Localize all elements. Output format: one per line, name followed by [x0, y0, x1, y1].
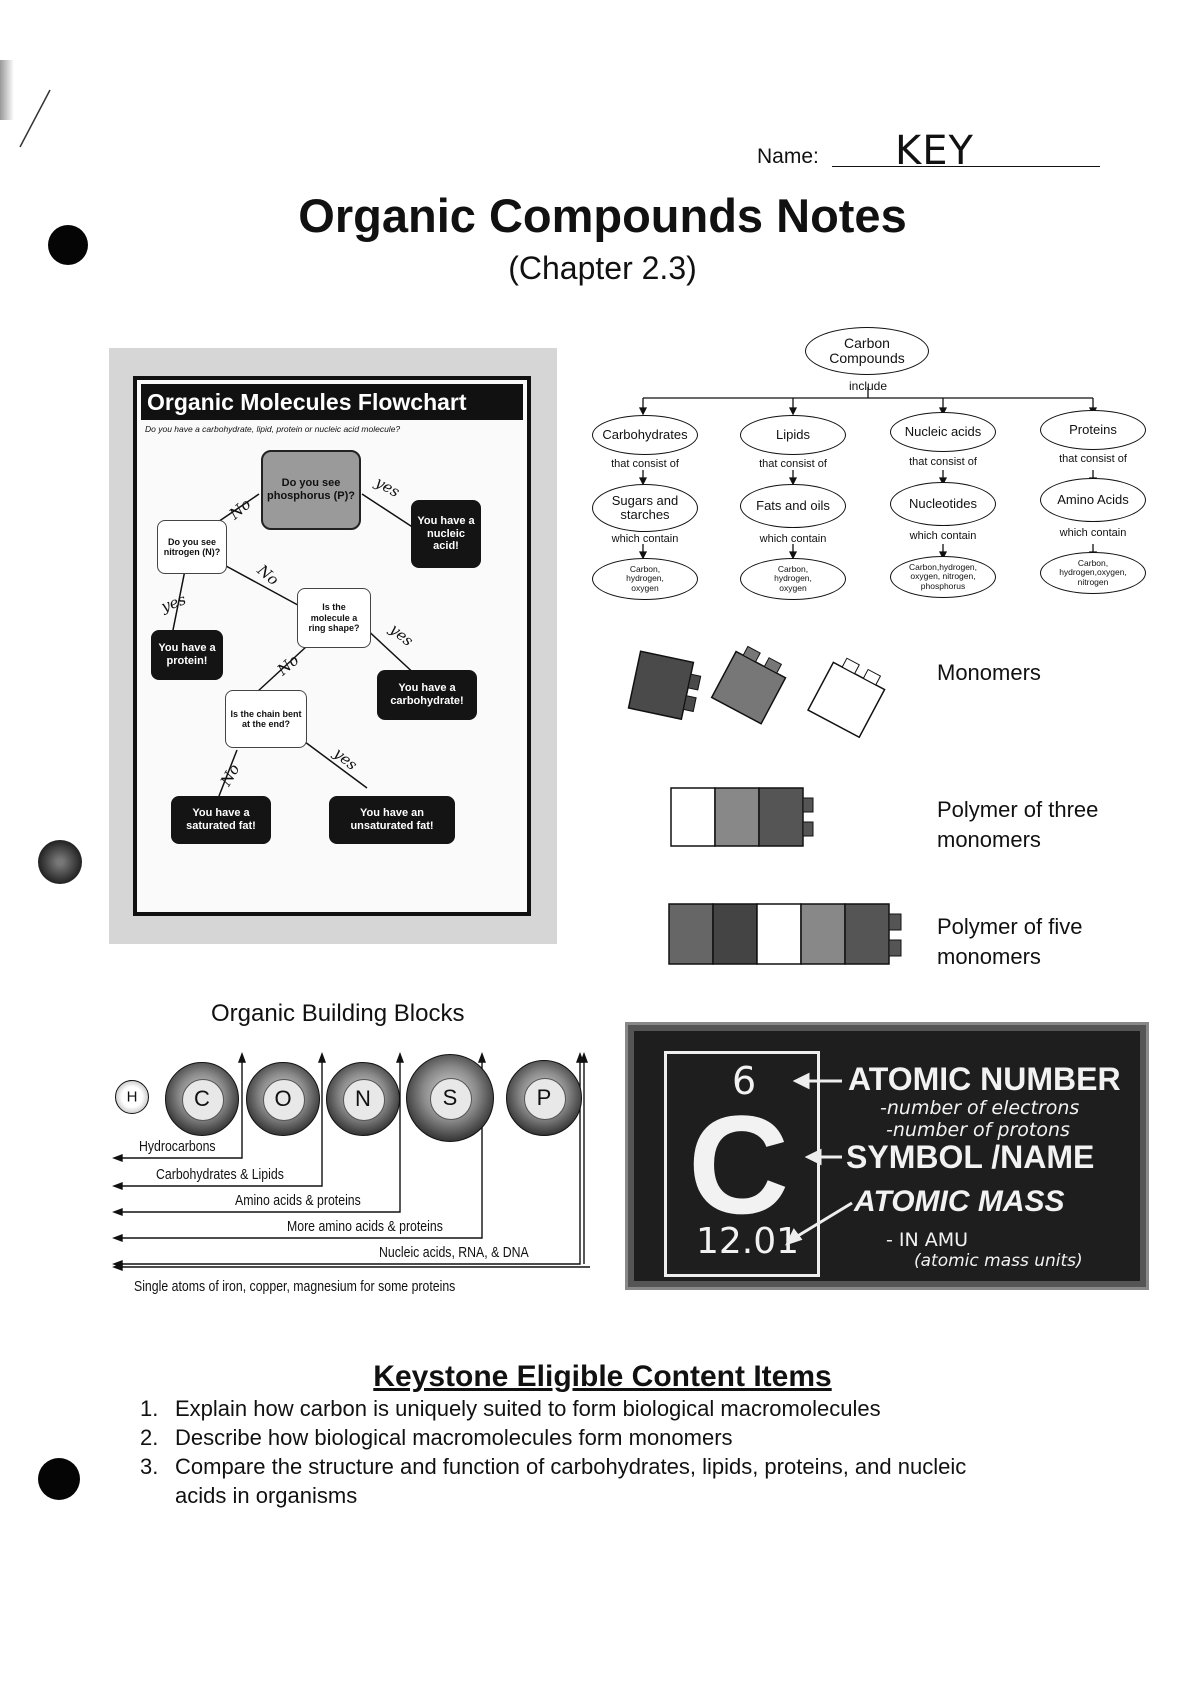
- concept-category-node: Nucleic acids: [890, 412, 996, 452]
- monomers-label: Monomers: [937, 660, 1041, 685]
- flowchart-question: Do you have a carbohydrate, lipid, prote…: [145, 424, 401, 434]
- flowchart-ring-question: Is the molecule a ring shape?: [297, 588, 371, 648]
- chalkboard: 6 C 12.01 ATOMIC NUMBER -number of elect…: [625, 1022, 1149, 1290]
- chalk-electrons: -number of electrons: [880, 1097, 1080, 1119]
- atom-phosphorus: P: [506, 1060, 582, 1136]
- flowchart-chain-question: Is the chain bent at the end?: [225, 690, 307, 748]
- keystone-item-3-continued: acids in organisms: [175, 1483, 358, 1508]
- atom-sulfur: S: [406, 1054, 494, 1142]
- flowchart-nucleic-result: You have a nucleic acid!: [411, 500, 481, 568]
- building-blocks-bottom-arrow: [112, 1262, 590, 1272]
- hole-punch-middle: [38, 840, 82, 884]
- flowchart-unsaturated-result: You have an unsaturated fat!: [329, 796, 455, 844]
- flowchart-title: Organic Molecules Flowchart: [141, 384, 523, 420]
- chalk-atomic-number-value: 6: [732, 1059, 757, 1103]
- flowchart-phosphorus-question: Do you see phosphorus (P)?: [261, 450, 361, 530]
- label-more-amino-acids: More amino acids & proteins: [287, 1218, 443, 1235]
- keystone-item-text: Compare the structure and function of ca…: [175, 1454, 967, 1479]
- label-amino-acids: Amino acids & proteins: [235, 1192, 361, 1209]
- polymer-five-illustration: [668, 903, 902, 965]
- monomer-block-medium: [710, 645, 787, 725]
- concept-root-node: Carbon Compounds: [805, 327, 929, 375]
- polymer-five-line1: Polymer of five: [937, 914, 1083, 939]
- chalk-atomic-number: ATOMIC NUMBER: [848, 1061, 1121, 1097]
- keystone-item-text: Describe how biological macromolecules f…: [175, 1425, 733, 1450]
- concept-consist-label: that consist of: [759, 458, 827, 470]
- atom-nitrogen: N: [326, 1062, 400, 1136]
- keystone-item-3: 3. Compare the structure and function of …: [140, 1454, 966, 1480]
- keystone-title: Keystone Eligible Content Items: [373, 1360, 832, 1393]
- hole-punch-top: [48, 225, 88, 265]
- monomer-block-dark: [627, 650, 702, 721]
- concept-subunit-node: Nucleotides: [890, 482, 996, 526]
- scan-edge-shadow: [0, 60, 14, 120]
- flowchart-protein-result: You have a protein!: [151, 630, 223, 680]
- monomer-blocks-illustration: [627, 645, 886, 739]
- chalk-symbol: C: [688, 1086, 790, 1243]
- flowchart-frame: Organic Molecules Flowchart Do you have …: [133, 376, 531, 916]
- polymer-three-illustration: [670, 787, 814, 847]
- polymer-five-line2: monomers: [937, 944, 1041, 969]
- concept-category-node: Proteins: [1040, 410, 1146, 450]
- flowchart-connectors: [172, 493, 420, 797]
- concept-category-node: Carbohydrates: [592, 415, 698, 455]
- keystone-item-2: 2. Describe how biological macromolecules…: [140, 1425, 733, 1451]
- keystone-item-text: Explain how carbon is uniquely suited to…: [175, 1396, 881, 1421]
- pencil-mark: [19, 89, 51, 148]
- concept-elements-node: Carbon, hydrogen, oxygen: [592, 558, 698, 600]
- concept-subunit-node: Amino Acids: [1040, 478, 1146, 522]
- building-blocks-title: Organic Building Blocks: [211, 1000, 465, 1027]
- concept-consist-label: that consist of: [909, 456, 977, 468]
- name-underline: [832, 166, 1100, 167]
- element-tile-outline: [664, 1051, 820, 1277]
- atom-hydrogen: H: [115, 1080, 149, 1114]
- concept-subunit-node: Sugars and starches: [592, 484, 698, 532]
- concept-contain-label: which contain: [611, 533, 679, 545]
- chalk-arrows: [785, 1072, 853, 1246]
- page-title: Organic Compounds Notes: [298, 189, 907, 242]
- keystone-item-number: 2.: [140, 1425, 159, 1450]
- atom-carbon: C: [165, 1062, 239, 1136]
- page-subtitle: (Chapter 2.3): [508, 250, 697, 286]
- chalk-amu-full: (atomic mass units): [914, 1251, 1083, 1271]
- polymer-three-label: Polymer of three monomers: [937, 795, 1098, 855]
- concept-include-label: include: [848, 379, 888, 393]
- label-carbohydrates-lipids: Carbohydrates & Lipids: [156, 1166, 284, 1183]
- chalk-atomic-mass: ATOMIC MASS: [854, 1185, 1065, 1218]
- name-value: KEY: [895, 128, 974, 174]
- concept-contain-label: which contain: [909, 530, 977, 542]
- atom-oxygen: O: [246, 1062, 320, 1136]
- concept-consist-label: that consist of: [611, 458, 679, 470]
- concept-consist-label: that consist of: [1059, 453, 1127, 465]
- chalk-protons: -number of protons: [886, 1119, 1070, 1141]
- polymer-five-label: Polymer of five monomers: [937, 912, 1083, 972]
- hole-punch-bottom: [38, 1458, 80, 1500]
- chalk-in-amu: - IN AMU: [886, 1229, 969, 1251]
- building-blocks-arrow-right: [579, 1052, 589, 1264]
- concept-elements-node: Carbon,hydrogen, oxygen, nitrogen, phosp…: [890, 556, 996, 598]
- keystone-item-1: 1. Explain how carbon is uniquely suited …: [140, 1396, 881, 1422]
- flowchart-nitrogen-question: Do you see nitrogen (N)?: [157, 520, 227, 574]
- flowchart-carbohydrate-result: You have a carbohydrate!: [377, 670, 477, 720]
- concept-contain-label: which contain: [759, 533, 827, 545]
- keystone-item-number: 3.: [140, 1454, 159, 1479]
- flowchart-panel: Organic Molecules Flowchart Do you have …: [109, 348, 557, 944]
- monomer-block-white: [807, 657, 886, 739]
- label-hydrocarbons: Hydrocarbons: [139, 1138, 216, 1155]
- concept-contain-label: which contain: [1059, 527, 1127, 539]
- concept-elements-node: Carbon, hydrogen, oxygen: [740, 558, 846, 600]
- polymer-three-line2: monomers: [937, 827, 1041, 852]
- chalk-symbol-name: SYMBOL /NAME: [846, 1139, 1095, 1175]
- name-label: Name:: [757, 145, 819, 168]
- label-single-atoms: Single atoms of iron, copper, magnesium …: [134, 1278, 456, 1295]
- concept-subunit-node: Fats and oils: [740, 484, 846, 528]
- keystone-item-number: 1.: [140, 1396, 159, 1421]
- chalk-mass-value: 12.01: [696, 1221, 800, 1262]
- concept-category-node: Lipids: [740, 415, 846, 455]
- concept-elements-node: Carbon, hydrogen,oxygen, nitrogen: [1040, 552, 1146, 594]
- label-nucleic-acids: Nucleic acids, RNA, & DNA: [379, 1244, 529, 1261]
- flowchart-saturated-result: You have a saturated fat!: [171, 796, 271, 844]
- polymer-three-line1: Polymer of three: [937, 797, 1099, 822]
